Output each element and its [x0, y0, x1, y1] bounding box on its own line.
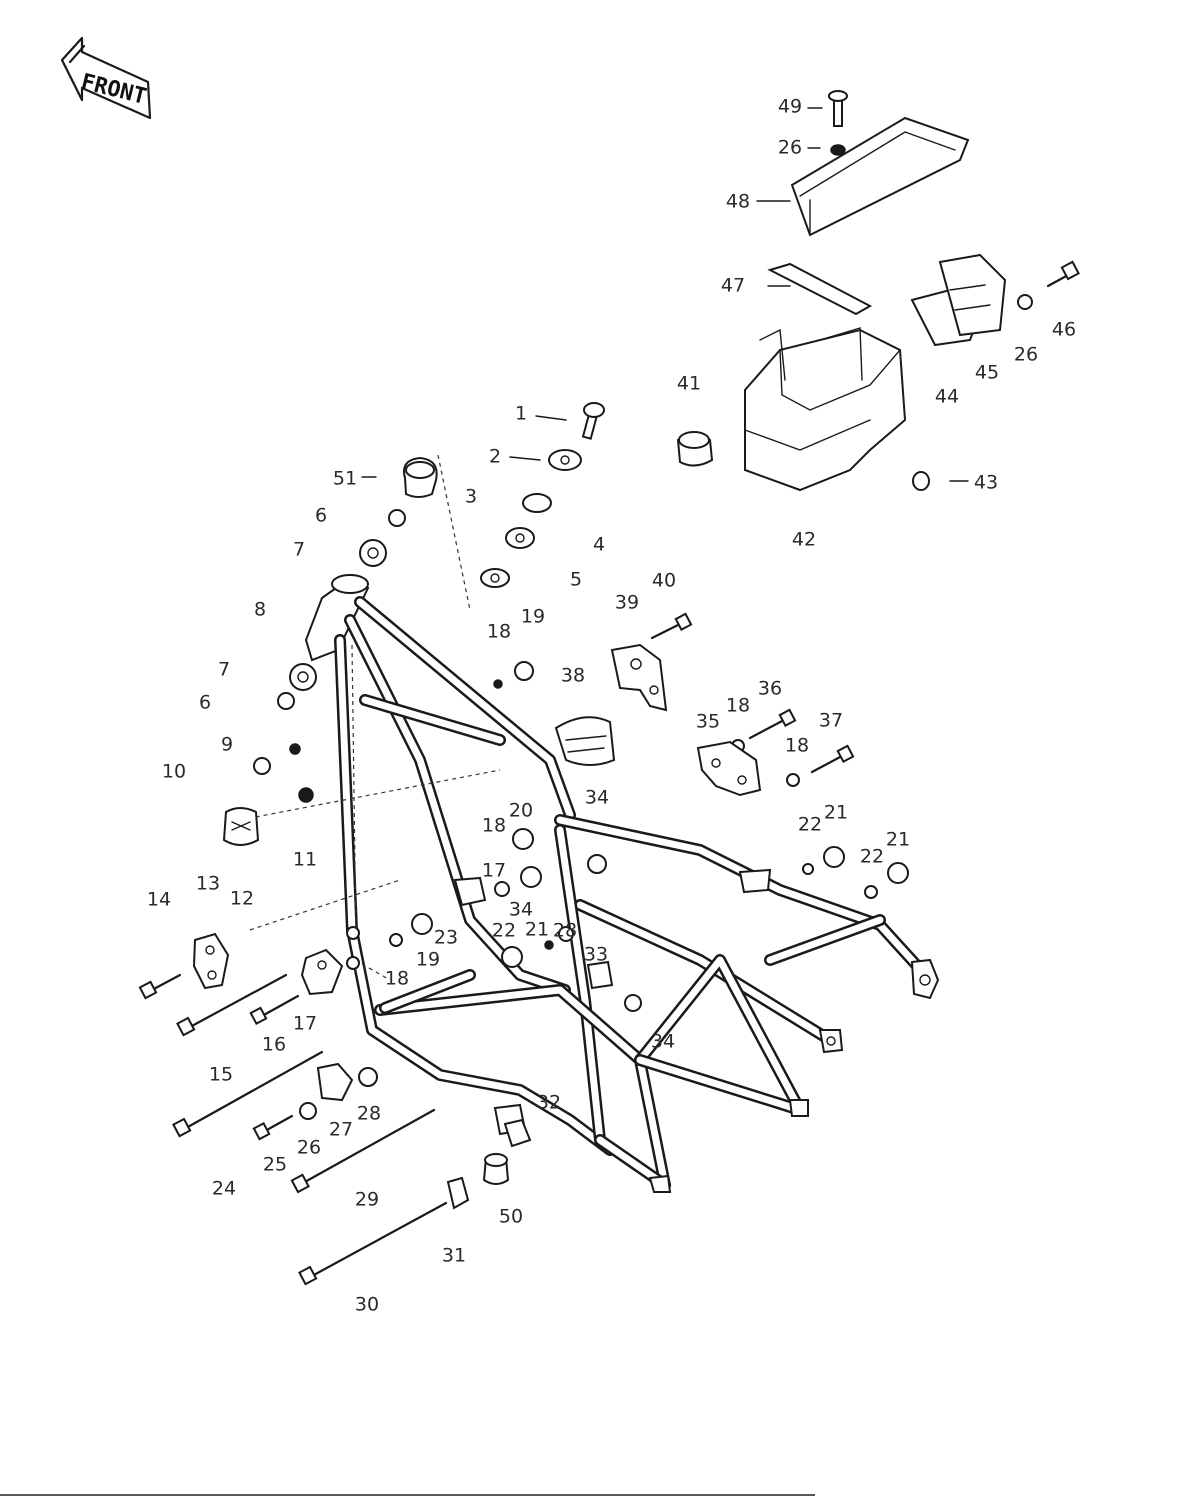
label-26b: 26: [778, 137, 802, 159]
label-18c: 18: [785, 735, 809, 757]
label-18a: 18: [487, 621, 511, 643]
label-34a: 34: [585, 787, 609, 809]
label-18d: 18: [482, 815, 506, 837]
label-30: 30: [355, 1294, 379, 1316]
label-27: 27: [329, 1119, 353, 1141]
main-frame: [304, 574, 940, 1193]
label-32: 32: [537, 1092, 561, 1114]
label-34c: 34: [651, 1031, 675, 1053]
label-16: 16: [262, 1034, 286, 1056]
label-21c: 21: [525, 919, 549, 941]
label-4: 4: [593, 534, 605, 556]
right-center-parts: [554, 612, 855, 797]
label-50: 50: [499, 1206, 523, 1228]
part-number-labels: 1 2 3 4 5 6 7 51 8 7 6 9 10 11 12 13 14 …: [147, 96, 1076, 1316]
label-17b: 17: [482, 860, 506, 882]
label-17a: 17: [293, 1013, 317, 1035]
label-1: 1: [515, 403, 527, 425]
engine-top-mount-parts: [480, 402, 605, 588]
label-15: 15: [209, 1064, 233, 1086]
label-28a: 28: [357, 1103, 381, 1125]
label-21b: 21: [886, 829, 910, 851]
label-7b: 7: [218, 659, 230, 681]
label-25: 25: [263, 1154, 287, 1176]
label-40: 40: [652, 570, 676, 592]
label-44: 44: [935, 386, 959, 408]
label-12: 12: [230, 888, 254, 910]
label-21a: 21: [824, 802, 848, 824]
label-6b: 6: [199, 692, 211, 714]
label-38: 38: [561, 665, 585, 687]
label-45: 45: [975, 362, 999, 384]
steering-head-parts: [222, 456, 438, 846]
label-19a: 19: [521, 606, 545, 628]
label-3: 3: [465, 486, 477, 508]
label-7a: 7: [293, 539, 305, 561]
label-8: 8: [254, 599, 266, 621]
label-28b: 28: [553, 920, 577, 942]
label-11: 11: [293, 849, 317, 871]
label-49: 49: [778, 96, 802, 118]
label-14: 14: [147, 889, 171, 911]
label-39: 39: [615, 592, 639, 614]
leader-lines: [239, 454, 501, 981]
left-bolts-plates: [138, 932, 532, 1286]
label-47: 47: [721, 275, 745, 297]
label-42: 42: [792, 529, 816, 551]
label-48: 48: [726, 191, 750, 213]
label-35: 35: [696, 711, 720, 733]
label-41: 41: [677, 373, 701, 395]
label-31: 31: [442, 1245, 466, 1267]
label-18e: 18: [385, 968, 409, 990]
label-22a: 22: [798, 814, 822, 836]
label-26a: 26: [297, 1137, 321, 1159]
front-arrow-badge: FRONT: [60, 36, 152, 120]
label-6a: 6: [315, 505, 327, 527]
label-5: 5: [570, 569, 582, 591]
label-36: 36: [758, 678, 782, 700]
label-9: 9: [221, 734, 233, 756]
label-leaders: [361, 107, 969, 482]
label-2: 2: [489, 446, 501, 468]
label-34b: 34: [509, 899, 533, 921]
label-22b: 22: [860, 846, 884, 868]
label-19b: 19: [416, 949, 440, 971]
label-33: 33: [584, 944, 608, 966]
label-18b: 18: [726, 695, 750, 717]
label-20: 20: [509, 800, 533, 822]
label-29: 29: [355, 1189, 379, 1211]
label-37: 37: [819, 710, 843, 732]
label-24: 24: [212, 1178, 236, 1200]
label-51: 51: [333, 468, 357, 490]
label-26c: 26: [1014, 344, 1038, 366]
label-13: 13: [196, 873, 220, 895]
label-23: 23: [434, 927, 458, 949]
label-43: 43: [974, 472, 998, 494]
front-badge-text: FRONT: [79, 70, 149, 110]
label-10: 10: [162, 761, 186, 783]
label-46: 46: [1052, 319, 1076, 341]
label-22c: 22: [492, 920, 516, 942]
battery-box-assembly: [676, 90, 1080, 492]
